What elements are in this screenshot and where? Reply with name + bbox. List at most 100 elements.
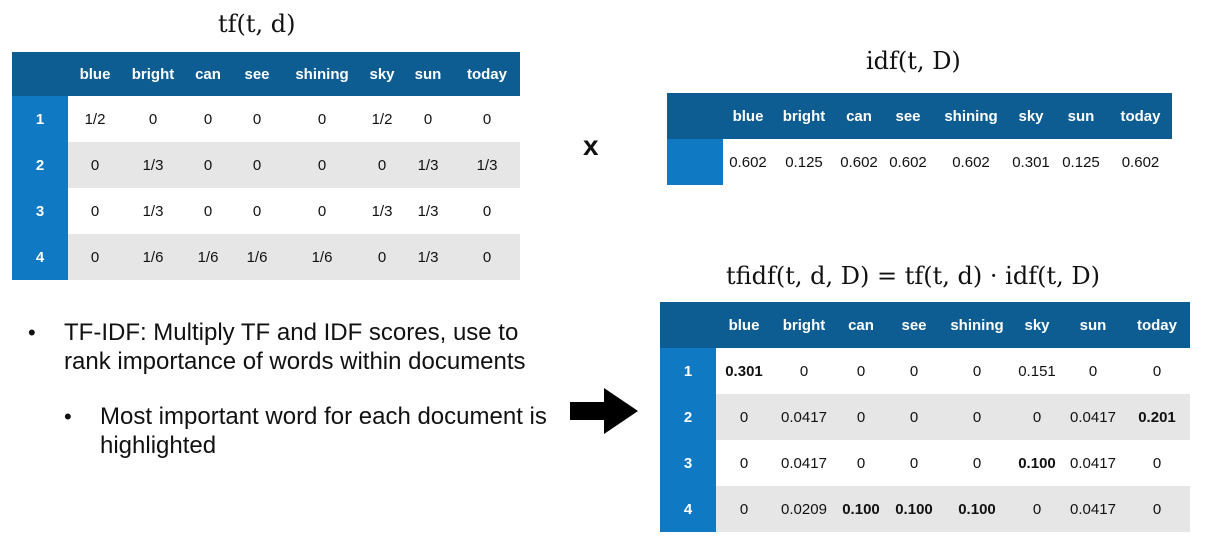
highlighted-cell: 0.100 [1018,454,1056,472]
table-cell: 0.0417 [1070,454,1116,472]
table-cell: 1/6 [184,234,232,280]
table-cell: 0.602 [840,153,878,171]
table-cell: 1/3 [402,234,454,280]
idf-formula: idf(t, D) [866,47,961,75]
table-row: 1 0.301 0 0 0 0 0.151 0 0 [660,348,1190,394]
table-cell: 1/3 [402,142,454,188]
tfidf-col-header: blue [716,302,772,348]
table-cell: 0.301 [1012,153,1050,171]
table-cell: 0.125 [1062,153,1100,171]
table-cell: 1/3 [371,202,393,220]
table-cell: 0 [972,362,982,380]
table-cell: 0 [1088,362,1098,380]
table-cell: 0 [317,110,327,128]
idf-col-header: blue [723,93,773,139]
table-cell: 1/3 [122,142,184,188]
idf-col-header: shining [933,93,1009,139]
tfidf-col-header: today [1124,302,1190,348]
table-cell: 0 [972,454,982,472]
table-cell: 0.602 [1121,153,1160,171]
table-cell: 0.125 [785,153,823,171]
table-cell: 0 [836,394,886,440]
bullet-list: • TF-IDF: Multiply TF and IDF scores, us… [28,318,548,460]
table-cell: 0 [148,110,158,128]
table-row: 4 0 0.0209 0.100 0.100 0.100 0 0.0417 0 [660,486,1190,532]
table-cell: 0 [184,142,232,188]
table-cell: 0 [90,202,100,220]
tf-col-header: blue [68,52,122,96]
table-cell: 0 [909,362,919,380]
table-cell: 0 [203,110,213,128]
table-cell: 0 [1124,486,1190,532]
tfidf-col-header: sun [1062,302,1124,348]
table-cell: 0 [739,454,749,472]
idf-table: blue bright can see shining sky sun toda… [667,93,1172,185]
table-cell: 1/3 [454,142,520,188]
highlighted-cell: 0.100 [886,486,942,532]
row-label: 2 [12,142,68,188]
table-cell: 0.0417 [1062,394,1124,440]
table-cell: 0 [362,234,402,280]
row-label: 4 [660,486,716,532]
table-cell: 0 [423,110,433,128]
tfidf-table: blue bright can see shining sky sun toda… [660,302,1190,532]
row-label [667,139,723,185]
highlighted-cell: 0.100 [942,486,1012,532]
table-cell: 0 [716,394,772,440]
table-cell: 0 [1152,362,1162,380]
table-cell: 0 [886,394,942,440]
table-cell: 1/6 [122,234,184,280]
table-row: 2 0 0.0417 0 0 0 0 0.0417 0.201 [660,394,1190,440]
table-cell: 0 [1012,394,1062,440]
bullet-text: TF-IDF: Multiply TF and IDF scores, use … [64,319,526,375]
tf-table: blue bright can see shining sky sun toda… [12,52,520,280]
tf-col-header: bright [122,52,184,96]
table-cell: 0 [856,362,866,380]
idf-col-header: today [1109,93,1172,139]
idf-corner-cell [667,93,723,139]
table-cell: 0.602 [889,153,927,171]
table-cell: 0.151 [1018,362,1056,380]
table-cell: 0 [203,202,213,220]
tf-formula: tf(t, d) [218,10,296,38]
table-cell: 0 [482,110,492,128]
row-label: 4 [12,234,68,280]
table-cell: 0.0209 [772,486,836,532]
table-cell: 0 [68,234,122,280]
idf-col-header: sun [1053,93,1109,139]
table-cell: 0 [68,142,122,188]
tfidf-col-header: sky [1012,302,1062,348]
row-label: 2 [660,394,716,440]
table-cell: 1/2 [84,110,106,128]
table-row: 0.602 0.125 0.602 0.602 0.602 0.301 0.12… [667,139,1172,185]
table-row: 2 0 1/3 0 0 0 0 1/3 1/3 [12,142,520,188]
table-cell: 1/3 [142,202,164,220]
table-cell: 0 [909,454,919,472]
table-cell: 0 [1012,486,1062,532]
tfidf-col-header: see [886,302,942,348]
table-row: 3 0 0.0417 0 0 0 0.100 0.0417 0 [660,440,1190,486]
table-row: 1 1/2 0 0 0 0 1/2 0 0 [12,96,520,142]
idf-col-header: see [883,93,933,139]
table-cell: 0 [362,142,402,188]
tf-col-header: today [454,52,520,96]
row-label: 1 [660,348,716,394]
idf-header-row: blue bright can see shining sky sun toda… [667,93,1172,139]
row-label: 1 [12,96,68,142]
table-cell: 1/6 [232,234,282,280]
tf-col-header: see [232,52,282,96]
table-cell: 0 [282,142,362,188]
right-arrow-icon [570,388,638,439]
multiply-sign: x [583,130,599,161]
table-cell: 1/2 [371,110,393,128]
table-cell: 0 [942,394,1012,440]
tfidf-header-row: blue bright can see shining sky sun toda… [660,302,1190,348]
idf-col-header: bright [773,93,835,139]
tf-col-header: sun [402,52,454,96]
idf-col-header: sky [1009,93,1053,139]
table-row: 3 0 1/3 0 0 0 1/3 1/3 0 [12,188,520,234]
tf-col-header: can [184,52,232,96]
table-cell: 0.602 [952,153,990,171]
table-cell: 1/6 [282,234,362,280]
sub-bullet-text: Most important word for each document is… [100,403,547,459]
